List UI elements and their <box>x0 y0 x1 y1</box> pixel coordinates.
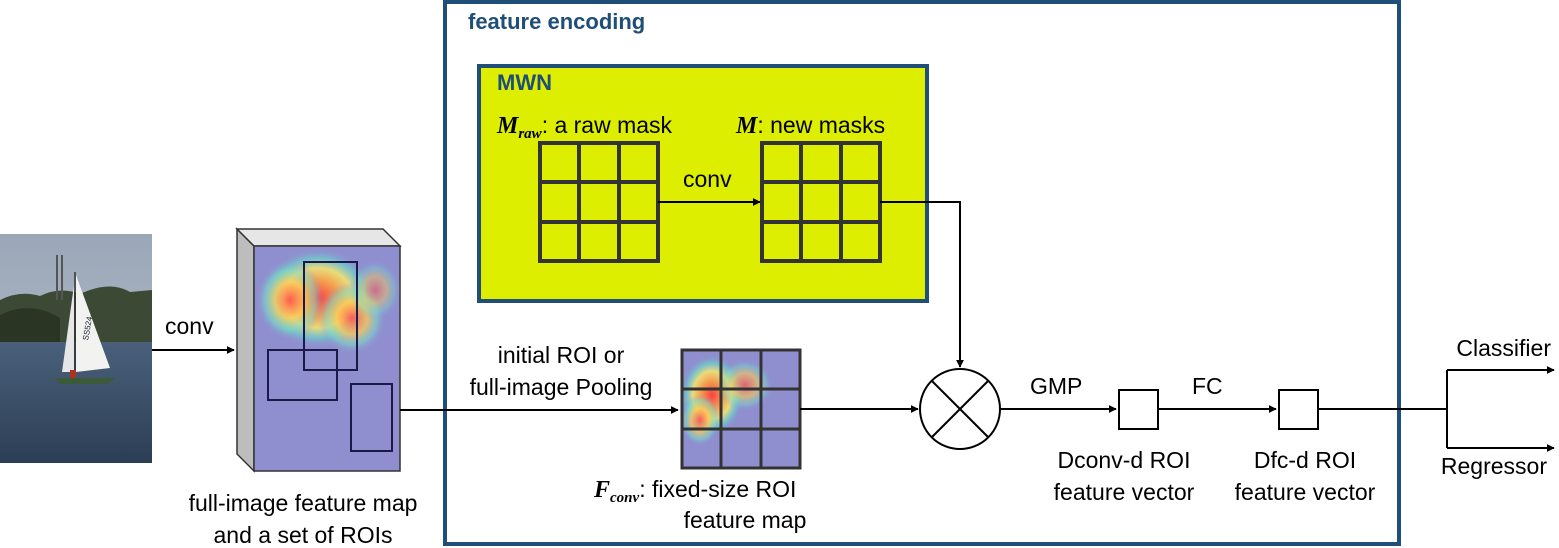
feature-encoding-title: feature encoding <box>468 9 645 34</box>
multiply-node <box>919 368 1001 450</box>
raw-mask-text: : a raw mask <box>542 112 673 138</box>
gmp-label: GMP <box>1030 373 1082 399</box>
fconv-caption-text: : fixed-size ROI <box>639 476 796 502</box>
dconv-vector-box <box>1118 389 1159 430</box>
fconv-subscript: conv <box>610 490 640 506</box>
sail-number: SS524 <box>81 315 94 341</box>
new-mask-symbol: M <box>735 113 759 139</box>
mwn-conv-label: conv <box>683 166 732 192</box>
feature-map <box>235 227 402 473</box>
fc-label: FC <box>1192 373 1223 399</box>
dfc-caption-1: Dfc-d ROI <box>1254 447 1356 473</box>
new-mask-grid <box>760 141 882 263</box>
dfc-caption-2: feature vector <box>1235 479 1376 505</box>
dconv-caption-2: feature vector <box>1054 479 1195 505</box>
regressor-label: Regressor <box>1441 453 1547 479</box>
fconv-symbol: F <box>593 477 610 503</box>
feature-map-caption-2: and a set of ROIs <box>214 522 393 548</box>
new-mask-label: M: new masks <box>735 112 885 139</box>
input-conv-label: conv <box>165 313 214 339</box>
classifier-label: Classifier <box>1456 335 1551 361</box>
fconv-caption-2: feature map <box>684 507 807 533</box>
roi-box-1 <box>303 261 358 371</box>
mwn-title: MWN <box>497 70 552 95</box>
dfc-vector-box <box>1278 389 1319 430</box>
feature-map-caption-1: full-image feature map <box>189 490 418 516</box>
pooling-label-2: full-image Pooling <box>470 374 653 400</box>
roi-boxes <box>267 261 393 452</box>
roi-feature-map <box>680 348 802 470</box>
feature-encoding-frame <box>443 0 1401 546</box>
roi-box-3 <box>350 383 393 452</box>
mask-to-multiply-arrow <box>880 201 964 368</box>
raw-mask-subscript: raw <box>518 126 542 142</box>
input-image: SS524 <box>0 234 152 463</box>
pooling-label-1: initial ROI or <box>498 342 625 368</box>
raw-mask-symbol: M <box>496 113 520 139</box>
raw-mask-label: Mraw: a raw mask <box>496 112 673 142</box>
new-mask-text: : new masks <box>757 112 885 138</box>
roi-box-2 <box>267 349 338 401</box>
dconv-caption-1: Dconv-d ROI <box>1058 447 1191 473</box>
fconv-caption: Fconv: fixed-size ROI <box>593 476 796 506</box>
